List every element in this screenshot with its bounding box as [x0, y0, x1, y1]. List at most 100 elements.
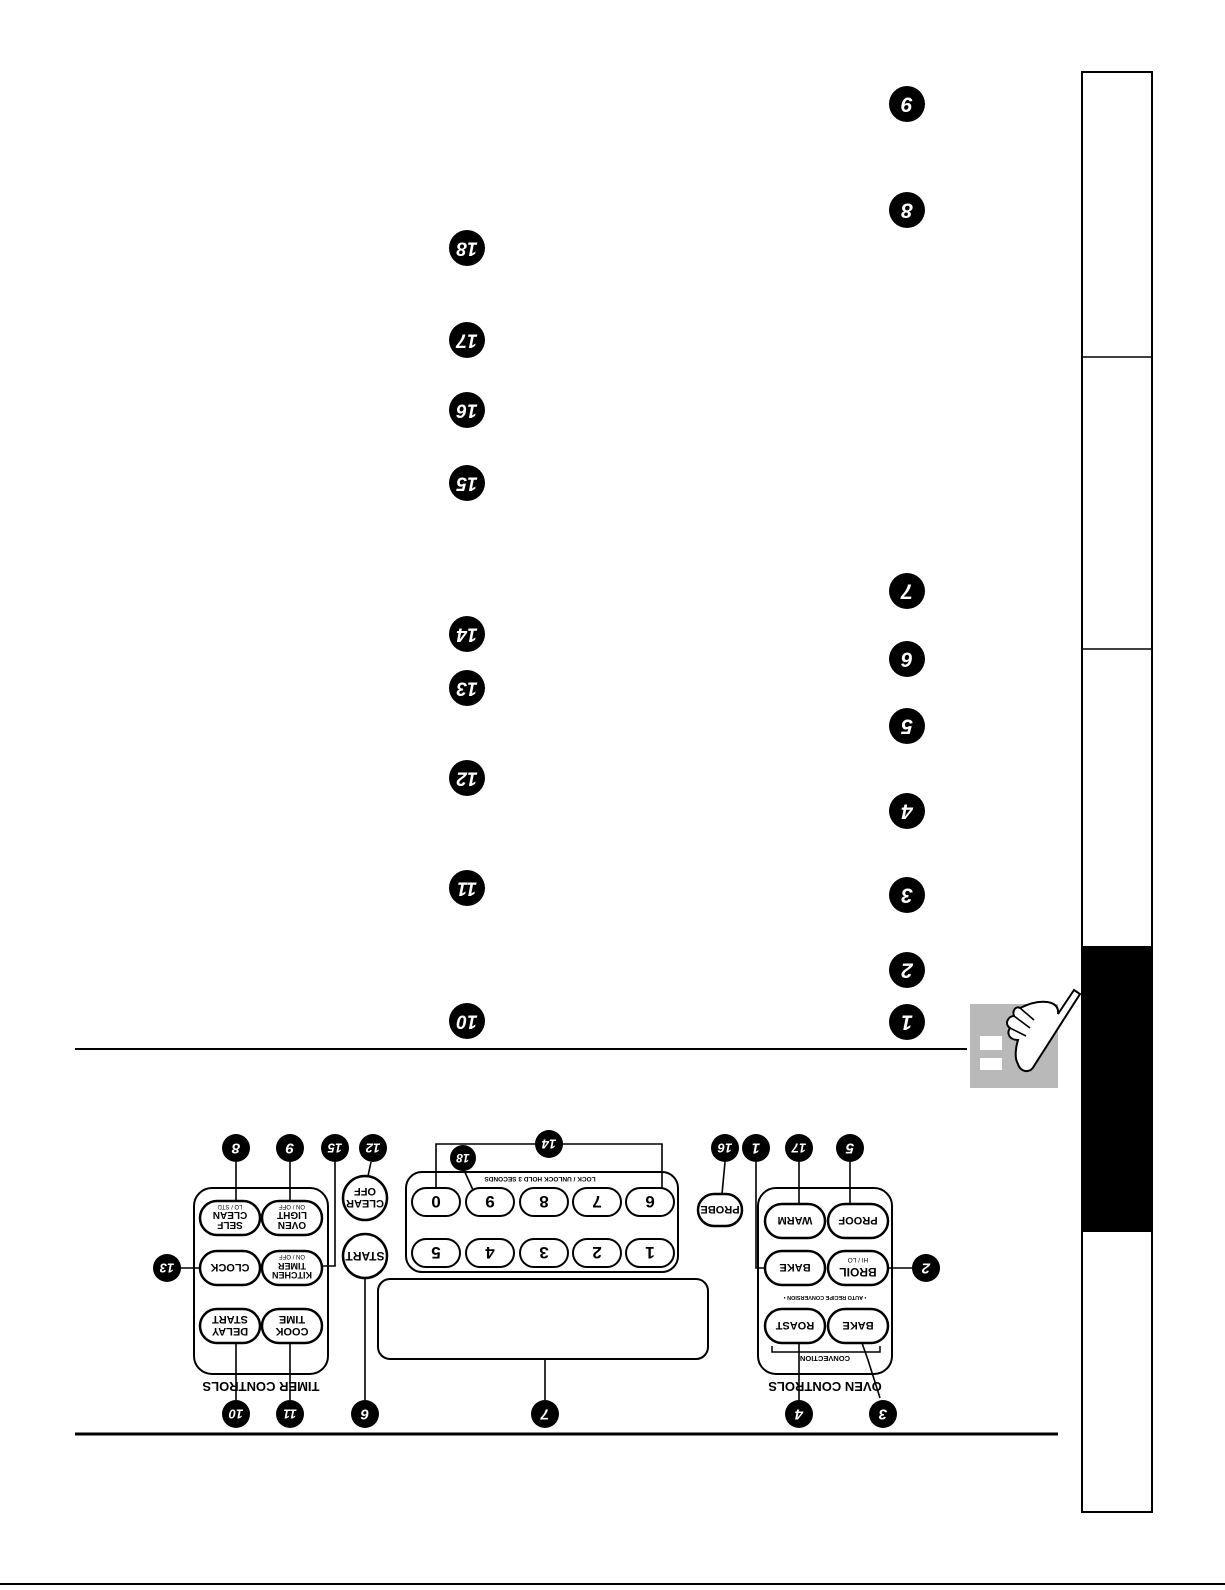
tab-active-section[interactable] [1082, 946, 1152, 1232]
kitchen-timer-button[interactable]: KITCHEN TIMER ON / OFF [260, 1249, 324, 1287]
svg-text:SELF: SELF [217, 1219, 243, 1230]
hand-icon-box [980, 1036, 1002, 1050]
svg-text:COOK: COOK [275, 1325, 308, 1337]
keypad-key-7[interactable]: 7 [572, 1187, 622, 1217]
svg-text:0: 0 [431, 1192, 440, 1211]
svg-text:1: 1 [752, 1140, 760, 1157]
bake-button[interactable]: BAKE [763, 1249, 827, 1287]
warm-button[interactable]: WARM [763, 1202, 827, 1240]
cook-time-button[interactable]: COOK TIME [260, 1307, 324, 1345]
callout-marker: 2 [912, 1254, 940, 1282]
clock-button[interactable]: CLOCK [198, 1249, 262, 1287]
clear-off-button[interactable]: CLEAR OFF [341, 1174, 389, 1222]
svg-text:CONVECTION: CONVECTION [800, 1354, 850, 1363]
svg-text:3: 3 [878, 1406, 887, 1423]
callout-marker: 15 [321, 1134, 349, 1162]
svg-text:18: 18 [456, 1151, 470, 1165]
svg-text:9: 9 [485, 1192, 494, 1211]
svg-text:4: 4 [485, 1243, 495, 1262]
keypad-key-2[interactable]: 2 [572, 1238, 622, 1268]
svg-text:12: 12 [365, 1141, 380, 1156]
oven-light-button[interactable]: OVEN LIGHT ON / OFF [260, 1199, 324, 1237]
convection-bake-button[interactable]: BAKE [826, 1307, 890, 1345]
svg-text:14: 14 [456, 624, 478, 645]
convection-bracket [771, 1346, 881, 1353]
svg-text:7: 7 [540, 1406, 549, 1423]
oven-controls-title: OVEN CONTROLS [759, 1378, 891, 1394]
svg-text:LIGHT: LIGHT [277, 1209, 307, 1220]
convection-label: CONVECTION [789, 1353, 861, 1363]
self-clean-button[interactable]: SELF CLEAN LO / STD [198, 1199, 262, 1237]
callout-marker: 17 [449, 322, 485, 358]
callout-marker: 4 [785, 1400, 813, 1428]
svg-text:DELAY: DELAY [211, 1325, 248, 1337]
svg-text:12: 12 [456, 768, 478, 789]
svg-text:16: 16 [456, 400, 478, 421]
keypad-key-3[interactable]: 3 [519, 1238, 569, 1268]
callout-marker: 5 [889, 708, 925, 744]
keypad-lock-label: LOCK / UNLOCK HOLD 3 SECONDS [484, 1175, 596, 1182]
finger-lines [1009, 1007, 1035, 1037]
svg-text:KITCHEN: KITCHEN [272, 1270, 312, 1280]
keypad-key-1[interactable]: 1 [625, 1238, 675, 1268]
convection-roast-button[interactable]: ROAST [763, 1307, 827, 1345]
callout-marker: 10 [222, 1400, 250, 1428]
svg-text:5: 5 [431, 1243, 440, 1262]
svg-text:3: 3 [539, 1243, 548, 1262]
callout-marker: 8 [889, 192, 925, 228]
keypad-key-0[interactable]: 0 [411, 1187, 461, 1217]
svg-text:OVEN: OVEN [278, 1219, 306, 1230]
middle-callout-column: 18 17 16 15 14 13 12 11 10 [449, 230, 485, 1039]
keypad-key-4[interactable]: 4 [465, 1238, 515, 1268]
callout-marker: 14 [535, 1130, 563, 1158]
svg-text:3: 3 [901, 884, 913, 907]
callout-marker: 12 [359, 1134, 387, 1162]
svg-text:OVEN CONTROLS: OVEN CONTROLS [768, 1379, 882, 1394]
svg-text:16: 16 [717, 1141, 732, 1156]
callout-marker: 12 [449, 760, 485, 796]
callout-marker: 6 [351, 1400, 379, 1428]
svg-text:BROIL: BROIL [839, 1265, 876, 1279]
callout-marker: 18 [450, 1145, 476, 1171]
svg-text:LO / STD: LO / STD [217, 1203, 243, 1209]
probe-button[interactable]: PROBE [696, 1192, 744, 1228]
start-button[interactable]: START [341, 1232, 389, 1280]
svg-text:2: 2 [921, 1260, 931, 1277]
svg-text:HI / LO: HI / LO [848, 1256, 869, 1263]
svg-text:TIMER: TIMER [278, 1261, 306, 1271]
svg-text:15: 15 [456, 473, 478, 494]
timer-controls-frame [193, 1187, 329, 1375]
svg-text:CLEAN: CLEAN [213, 1209, 247, 1220]
svg-text:CLOCK: CLOCK [210, 1261, 249, 1273]
svg-text:7: 7 [592, 1192, 601, 1211]
svg-text:2: 2 [901, 959, 914, 982]
keypad-key-9[interactable]: 9 [465, 1187, 515, 1217]
svg-text:START: START [212, 1313, 248, 1325]
svg-text:17: 17 [455, 330, 478, 351]
svg-text:5: 5 [901, 715, 913, 738]
svg-text:TIMER CONTROLS: TIMER CONTROLS [202, 1379, 319, 1394]
svg-text:14: 14 [541, 1137, 556, 1152]
keypad-frame [405, 1171, 679, 1273]
proof-button[interactable]: PROOF [826, 1202, 890, 1240]
callout-marker: 17 [785, 1134, 813, 1162]
callout-marker: 1 [742, 1134, 770, 1162]
svg-text:WARM: WARM [778, 1214, 813, 1226]
svg-text:4: 4 [901, 800, 914, 823]
tab-frame [1081, 71, 1153, 1513]
svg-text:2: 2 [592, 1243, 601, 1262]
keypad-key-8[interactable]: 8 [519, 1187, 569, 1217]
svg-text:11: 11 [283, 1407, 297, 1422]
callout-marker: 8 [222, 1134, 250, 1162]
delay-start-button[interactable]: DELAY START [198, 1307, 262, 1345]
svg-text:6: 6 [645, 1192, 654, 1211]
oven-controls-frame [757, 1187, 893, 1375]
callout-marker: 9 [276, 1134, 304, 1162]
broil-button[interactable]: BROIL HI / LO [826, 1249, 890, 1287]
keypad-key-6[interactable]: 6 [625, 1187, 675, 1217]
keypad-key-5[interactable]: 5 [411, 1238, 461, 1268]
svg-text:ON / OFF: ON / OFF [279, 1203, 305, 1209]
svg-text:PROOF: PROOF [838, 1214, 877, 1226]
svg-text:8: 8 [539, 1192, 548, 1211]
